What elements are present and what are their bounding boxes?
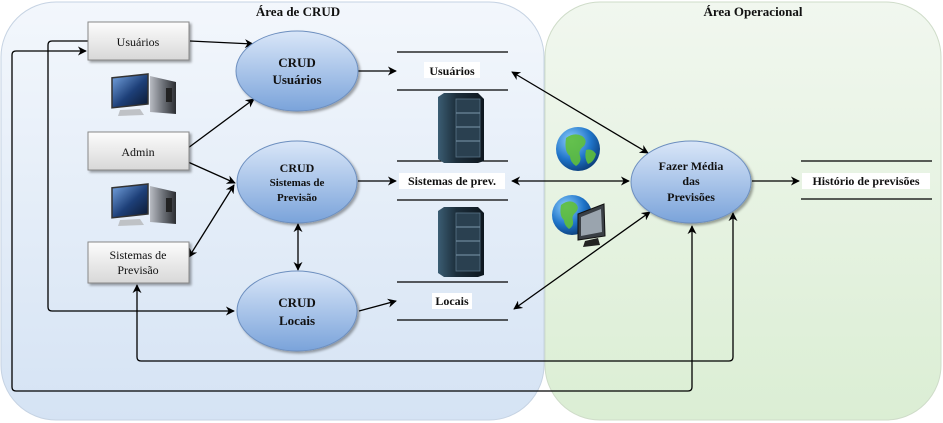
actor-sistemas-previsao[interactable]: Sistemas de Previsão [87, 241, 190, 284]
process-crud-usuarios-line1: CRUD [278, 55, 316, 70]
process-crud-locais-line2: Locais [279, 313, 315, 328]
process-crud-usuarios[interactable]: CRUD Usuários [235, 30, 359, 112]
globe-monitor-icon [552, 195, 606, 247]
datastore-locais-label: Locais [435, 294, 469, 308]
edge-loop-usuarios-to-crud-locais [47, 40, 235, 316]
process-crud-locais[interactable]: CRUD Locais [236, 270, 358, 352]
computer-icon [111, 183, 176, 226]
process-crud-locais-line1: CRUD [278, 295, 316, 310]
edges [11, 39, 800, 392]
process-fazer-media-line1: Fazer Média [659, 159, 724, 173]
datastore-locais[interactable]: Locais [397, 281, 508, 321]
actor-admin[interactable]: Admin [87, 131, 190, 171]
datastore-historico[interactable]: Histório de previsões [801, 160, 932, 200]
edge-usuarios-to-crud-usuarios [189, 39, 254, 49]
datastore-historico-label: Histório de previsões [812, 174, 919, 188]
edge-loop-outer-to-usuarios [11, 46, 697, 392]
edge-loop-sistemas-to-fazer-media [132, 212, 738, 362]
crud-area-title: Área de CRUD [256, 4, 340, 19]
server-icon [438, 93, 484, 163]
process-crud-usuarios-line2: Usuários [272, 72, 321, 87]
process-crud-sistemas-line1: CRUD [280, 161, 315, 175]
actor-usuarios-label: Usuários [117, 35, 160, 49]
process-fazer-media-line2: das [682, 174, 700, 188]
datastore-usuarios-label: Usuários [429, 64, 475, 78]
process-crud-sistemas-line3: Previsão [277, 192, 318, 204]
globe-icon [556, 127, 600, 171]
datastore-sistemas[interactable]: Sistemas de prev. [397, 160, 508, 201]
operational-area-title: Área Operacional [703, 4, 802, 19]
datastore-sistemas-label: Sistemas de prev. [408, 174, 496, 188]
edge-crud-locais-to-ds [358, 298, 397, 312]
process-crud-sistemas-line2: Sistemas de [270, 177, 325, 189]
process-fazer-media-line3: Previsões [667, 190, 715, 204]
process-fazer-media[interactable]: Fazer Média das Previsões [630, 140, 752, 224]
process-crud-sistemas[interactable]: CRUD Sistemas de Previsão [236, 140, 358, 224]
datastore-usuarios[interactable]: Usuários [397, 51, 508, 91]
computer-icon [111, 73, 176, 116]
actor-admin-label: Admin [121, 145, 154, 159]
server-icon [438, 207, 484, 277]
actor-sistemas-label-2: Previsão [117, 263, 158, 277]
actor-usuarios[interactable]: Usuários [87, 21, 190, 61]
actor-sistemas-label-1: Sistemas de [110, 248, 167, 262]
